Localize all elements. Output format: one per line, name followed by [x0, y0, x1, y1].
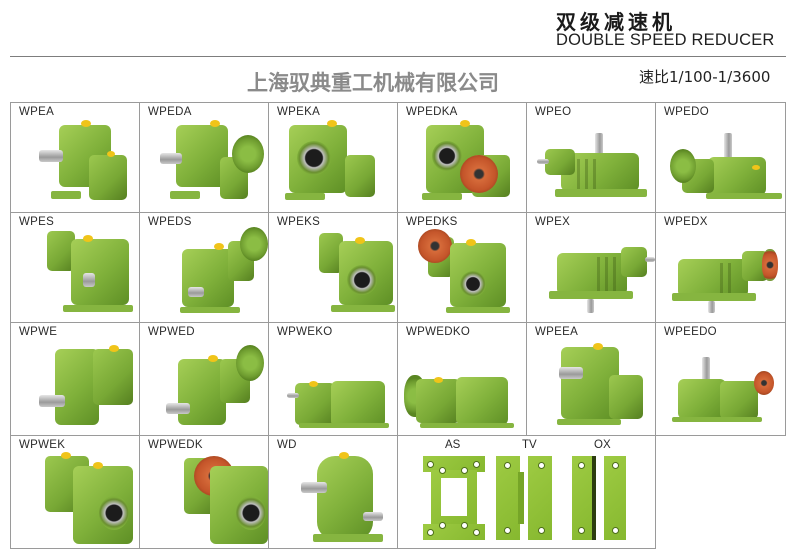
gearbox-image — [11, 103, 139, 212]
product-label: WPEA — [19, 106, 55, 118]
mounting-plate-ox — [572, 456, 630, 540]
product-cell-wpedks[interactable]: WPEDKS — [397, 212, 527, 323]
product-cell-wpwe[interactable]: WPWE — [10, 322, 140, 436]
product-cell-wpwedk[interactable]: WPWEDK — [139, 435, 269, 549]
speed-ratio: 速比1/100-1/3600 — [639, 68, 771, 86]
accessory-label-ox: OX — [594, 439, 611, 451]
mounting-plate-tv — [496, 456, 554, 540]
product-cell-wpwed[interactable]: WPWED — [139, 322, 269, 436]
mounting-plate-as — [423, 456, 485, 540]
product-cell-wpedo[interactable]: WPEDO — [655, 102, 786, 213]
product-cell-wpeedo[interactable]: WPEEDO — [655, 322, 786, 436]
product-cell-wpeds[interactable]: WPEDS — [139, 212, 269, 323]
gearbox-image — [140, 436, 268, 548]
gearbox-image — [140, 213, 268, 322]
product-cell-wpeka[interactable]: WPEKA — [268, 102, 398, 213]
gearbox-image — [11, 213, 139, 322]
accessory-label-as: AS — [445, 439, 461, 451]
product-label: WPES — [19, 216, 55, 228]
product-label: WD — [277, 439, 297, 451]
product-cell-wpedka[interactable]: WPEDKA — [397, 102, 527, 213]
product-label: WPWEKO — [277, 326, 333, 338]
product-label: WPEX — [535, 216, 571, 228]
gearbox-image — [269, 436, 397, 548]
product-cell-wpeda[interactable]: WPEDA — [139, 102, 269, 213]
gearbox-image — [140, 323, 268, 435]
product-label: WPEEDO — [664, 326, 717, 338]
product-label: WPEO — [535, 106, 572, 118]
product-cell-wpex[interactable]: WPEX — [526, 212, 656, 323]
product-cell-wpea[interactable]: WPEA — [10, 102, 140, 213]
gearbox-image — [527, 213, 655, 322]
product-label: WPEDO — [664, 106, 709, 118]
product-label: WPEDA — [148, 106, 192, 118]
company-name: 上海驭典重工机械有限公司 — [247, 71, 499, 95]
product-label: WPWE — [19, 326, 58, 338]
gearbox-image — [398, 103, 526, 212]
gearbox-image — [398, 213, 526, 322]
product-label: WPWEK — [19, 439, 66, 451]
product-label: WPEDKA — [406, 106, 458, 118]
product-cell-wpedx[interactable]: WPEDX — [655, 212, 786, 323]
product-cell-wpwek[interactable]: WPWEK — [10, 435, 140, 549]
product-label: WPWEDK — [148, 439, 203, 451]
product-cell-wpeea[interactable]: WPEEA — [526, 322, 656, 436]
gearbox-image — [527, 323, 655, 435]
gearbox-image — [527, 103, 655, 212]
product-cell-wpweko[interactable]: WPWEKO — [268, 322, 398, 436]
product-label: WPEKS — [277, 216, 321, 228]
gearbox-image — [656, 213, 785, 322]
gearbox-image — [398, 323, 526, 435]
gearbox-image — [656, 103, 785, 212]
gearbox-image — [11, 436, 139, 548]
product-label: WPWEDKO — [406, 326, 471, 338]
gearbox-image — [11, 323, 139, 435]
title-en: DOUBLE SPEED REDUCER — [556, 31, 775, 49]
product-label: WPEDX — [664, 216, 708, 228]
gearbox-image — [269, 213, 397, 322]
product-label: WPWED — [148, 326, 195, 338]
gearbox-image — [269, 323, 397, 435]
product-cell-wd[interactable]: WD — [268, 435, 398, 549]
product-label: WPEKA — [277, 106, 321, 118]
product-label: WPEEA — [535, 326, 579, 338]
header-rule — [10, 56, 786, 57]
gearbox-image — [656, 323, 785, 435]
gearbox-image — [269, 103, 397, 212]
title-cn: 双级减速机 — [556, 10, 676, 34]
accessories-cell[interactable]: AS TV OX — [397, 435, 656, 549]
accessory-label-tv: TV — [522, 439, 537, 451]
gearbox-image — [140, 103, 268, 212]
product-label: WPEDKS — [406, 216, 458, 228]
product-cell-wpeo[interactable]: WPEO — [526, 102, 656, 213]
product-label: WPEDS — [148, 216, 192, 228]
product-cell-wpes[interactable]: WPES — [10, 212, 140, 323]
product-cell-wpwedko[interactable]: WPWEDKO — [397, 322, 527, 436]
product-cell-wpeks[interactable]: WPEKS — [268, 212, 398, 323]
